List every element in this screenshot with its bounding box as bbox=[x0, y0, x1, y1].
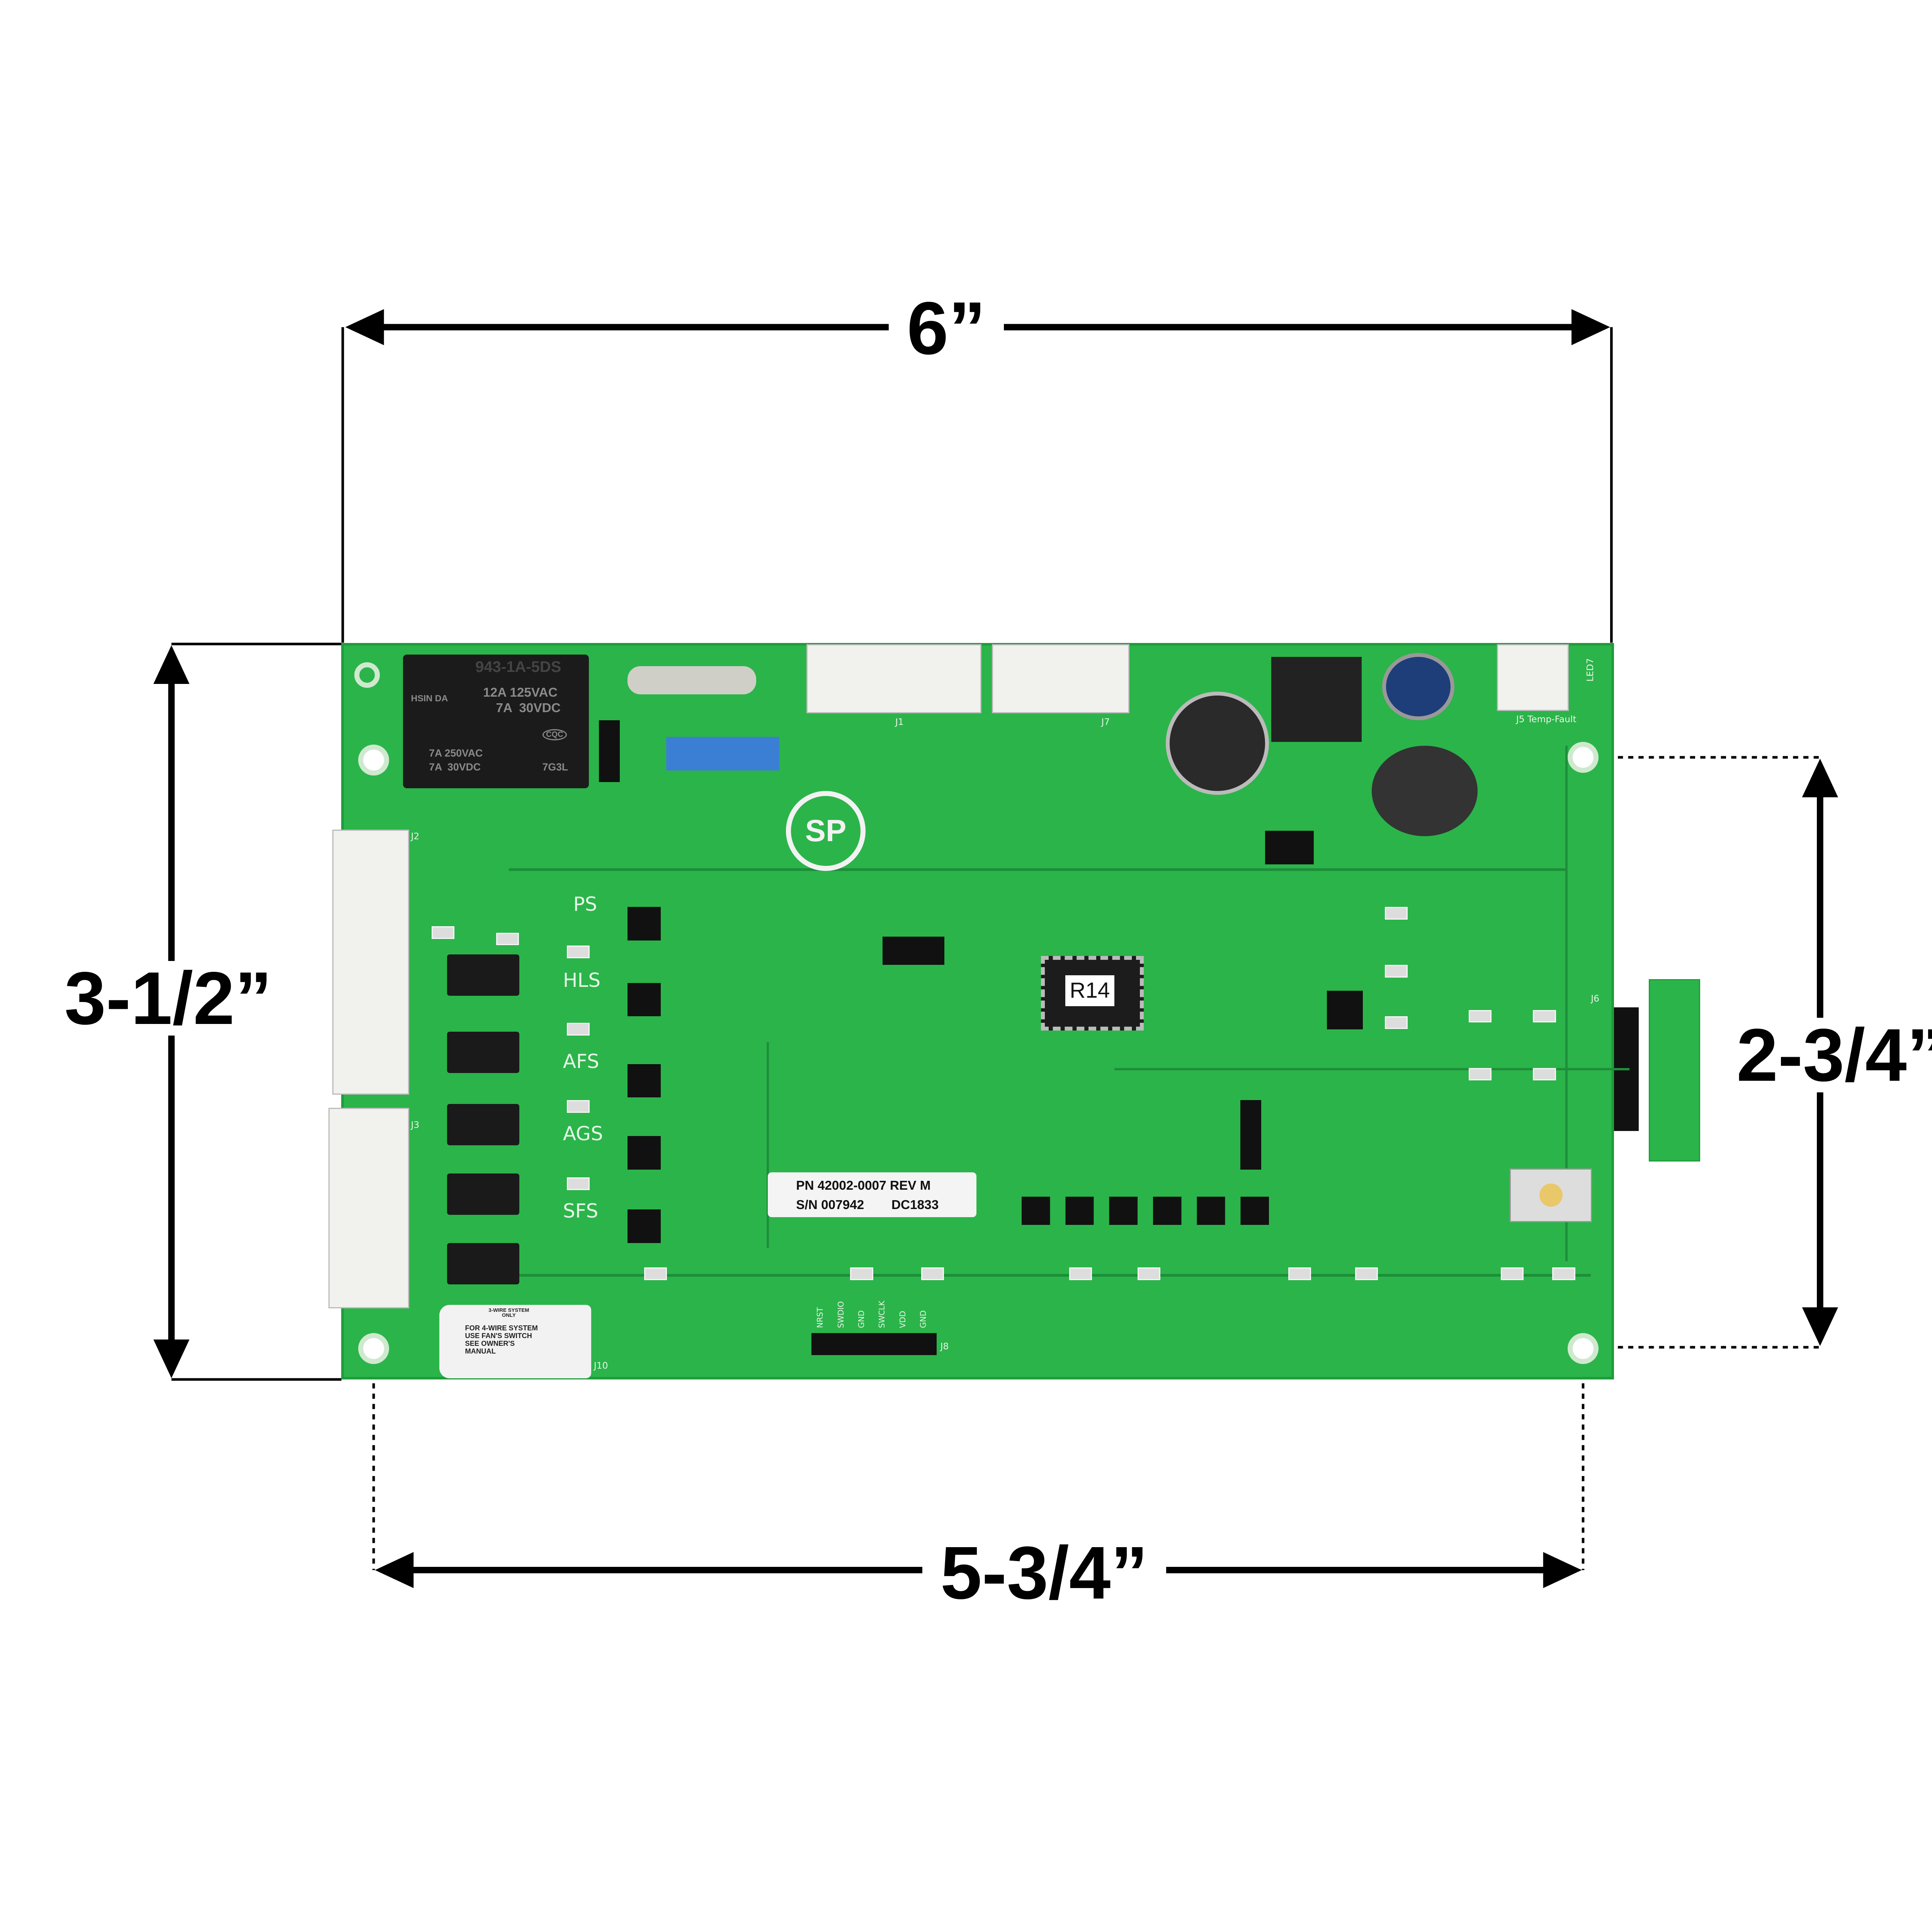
relay-brand: HSIN DA bbox=[411, 693, 448, 703]
mounting-hole bbox=[1568, 1333, 1599, 1364]
electrolytic-capacitor bbox=[1382, 653, 1454, 720]
sticker-line: FOR 4-WIRE bbox=[465, 1324, 507, 1332]
transistor-q4 bbox=[627, 1064, 661, 1098]
j6-edge-tab bbox=[1649, 979, 1700, 1162]
connector-j5 bbox=[1497, 644, 1569, 711]
hole-width-label: 5-3/4” bbox=[922, 1535, 1166, 1611]
wire-system-sticker: 3-WIRE SYSTEM ONLY FOR 4-WIRE SYSTEM USE… bbox=[439, 1305, 592, 1379]
label-hls: HLS bbox=[563, 969, 601, 992]
pin-label: GND bbox=[918, 1310, 928, 1328]
power-resistor bbox=[627, 666, 756, 694]
overall-height-label: 3-1/2” bbox=[56, 961, 280, 1036]
date-code: DC1833 bbox=[891, 1198, 939, 1213]
connector-j3 bbox=[328, 1108, 410, 1309]
pin-label: NRST bbox=[815, 1307, 825, 1328]
label-ps: PS bbox=[573, 893, 597, 916]
relay-k1: 943-1A-5DS HSIN DA 12A 125VAC 7A 30VDC C… bbox=[403, 654, 589, 789]
film-capacitor bbox=[666, 736, 779, 770]
fiducial bbox=[354, 662, 380, 688]
optocoupler-u8 bbox=[447, 954, 519, 996]
voltage-regulator-u2 bbox=[1271, 657, 1362, 742]
pin-label: VDD bbox=[898, 1311, 907, 1328]
overall-width-label: 6” bbox=[889, 291, 1004, 366]
electrolytic-capacitor bbox=[1166, 692, 1269, 795]
microcontroller-u1: R14 bbox=[1041, 956, 1144, 1031]
transistor-q3 bbox=[627, 1209, 661, 1243]
connector-j2 bbox=[332, 829, 410, 1095]
transistor-q6 bbox=[627, 1136, 661, 1170]
transistor-q1 bbox=[627, 906, 661, 940]
diode-d4 bbox=[1265, 831, 1314, 864]
sticker-line: SEE OWNER'S bbox=[465, 1339, 515, 1348]
j3-label: J3 bbox=[411, 1119, 420, 1131]
pin-label: GND bbox=[856, 1310, 866, 1328]
j6-label: J6 bbox=[1591, 993, 1599, 1004]
mounting-hole bbox=[358, 744, 389, 776]
relay-rating: 7A 250VAC bbox=[429, 747, 483, 759]
sticker-line: SWITCH bbox=[504, 1332, 532, 1340]
pin-label: SWDIO bbox=[836, 1301, 845, 1328]
led7-label: LED7 bbox=[1584, 658, 1595, 682]
relay-model: 943-1A-5DS bbox=[475, 658, 561, 675]
connector-j7 bbox=[992, 644, 1130, 714]
part-number-label: PN 42002-0007 REV M S/N 007942 DC1833 bbox=[767, 1172, 976, 1218]
j5-label: J5 Temp-Fault bbox=[1516, 713, 1577, 724]
serial-number: S/N 007942 bbox=[796, 1198, 864, 1213]
j8-label: J8 bbox=[940, 1341, 949, 1352]
label-sfs: SFS bbox=[563, 1199, 599, 1222]
sticker-header: 3-WIRE SYSTEM ONLY bbox=[488, 1307, 529, 1318]
ic-u14 bbox=[1327, 990, 1363, 1029]
part-number: PN 42002-0007 REV M bbox=[796, 1179, 931, 1193]
label-afs: AFS bbox=[563, 1050, 599, 1073]
transistor-q2 bbox=[627, 983, 661, 1017]
pushbutton[interactable] bbox=[1510, 1168, 1592, 1223]
diode-d2 bbox=[599, 720, 620, 782]
sticker-line: FAN'S bbox=[481, 1332, 502, 1340]
button-cap[interactable] bbox=[1539, 1184, 1563, 1207]
inductor bbox=[1372, 746, 1478, 836]
mounting-hole bbox=[1568, 742, 1599, 773]
optocoupler-u10 bbox=[447, 1104, 519, 1145]
optocoupler-u9 bbox=[447, 1032, 519, 1073]
relay-code: 7G3L bbox=[542, 761, 568, 773]
optocoupler-u11 bbox=[447, 1173, 519, 1215]
connector-j1 bbox=[806, 644, 981, 714]
j2-label: J2 bbox=[411, 831, 420, 842]
j1-label: J1 bbox=[895, 716, 904, 727]
sticker-body: FOR 4-WIRE SYSTEM USE FAN'S SWITCH SEE O… bbox=[465, 1324, 542, 1355]
transistor-row bbox=[1021, 1197, 1274, 1225]
relay-rating: 7A 30VDC bbox=[496, 701, 561, 715]
j8-pin-labels: NRST SWDIO GND SWCLK VDD GND bbox=[815, 1284, 944, 1331]
pcb-board: 943-1A-5DS HSIN DA 12A 125VAC 7A 30VDC C… bbox=[328, 643, 1630, 1380]
sticker-line: SYSTEM USE bbox=[465, 1324, 538, 1340]
optocoupler-u13 bbox=[447, 1243, 519, 1284]
pin-label: SWCLK bbox=[877, 1301, 887, 1328]
jumper-jmp1 bbox=[1240, 1100, 1261, 1170]
mcu-sticker: R14 bbox=[1065, 975, 1114, 1006]
j10-label: J10 bbox=[594, 1360, 608, 1371]
j7-label: J7 bbox=[1101, 716, 1110, 727]
hole-height-label: 2-3/4” bbox=[1728, 1017, 1932, 1093]
transistor-q13 bbox=[882, 936, 944, 965]
programming-header-j8 bbox=[811, 1333, 937, 1355]
csa-logo: SP bbox=[786, 791, 866, 871]
sticker-line: MANUAL bbox=[465, 1347, 496, 1355]
relay-rating: 12A 125VAC bbox=[483, 685, 558, 700]
relay-cert: CQC bbox=[542, 729, 567, 740]
mounting-hole bbox=[358, 1333, 389, 1364]
label-ags: AGS bbox=[563, 1122, 603, 1145]
relay-rating: 7A 30VDC bbox=[429, 761, 481, 773]
